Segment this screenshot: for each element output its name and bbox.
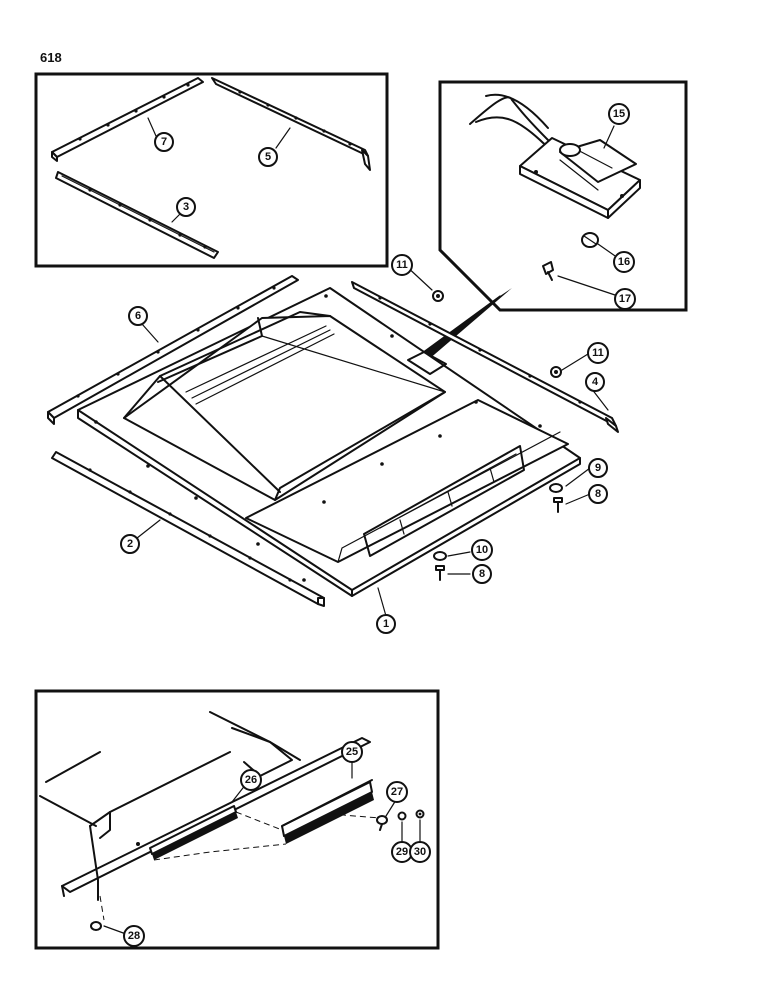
trim-strip-7 [51, 77, 204, 162]
nut-30 [415, 809, 425, 819]
bolt-lower [435, 565, 445, 581]
svg-text:11: 11 [592, 347, 604, 359]
trim-strip-2 [51, 451, 325, 607]
inset-frame-light [438, 80, 688, 312]
callout-1: 1 [376, 614, 396, 634]
inset-dome-light [438, 80, 688, 312]
nut-right [550, 366, 562, 378]
callout-25: 25 [341, 741, 363, 763]
svg-text:10: 10 [476, 544, 488, 556]
trim-strip-5 [211, 77, 371, 171]
screw-28 [90, 921, 102, 931]
roof-panel [77, 287, 581, 597]
svg-text:27: 27 [391, 786, 403, 798]
inset-seal-detail [34, 689, 440, 950]
bulb [581, 232, 599, 248]
callout-17: 17 [614, 288, 636, 310]
svg-text:11: 11 [396, 259, 408, 271]
svg-text:8: 8 [479, 568, 485, 580]
callout-8-upper: 8 [588, 484, 608, 504]
callout-26: 26 [240, 769, 262, 791]
callout-7: 7 [154, 132, 174, 152]
callout-15: 15 [608, 103, 630, 125]
trim-strip-6 [47, 275, 299, 425]
svg-text:28: 28 [128, 930, 140, 942]
trim-strip-4 [351, 281, 619, 433]
callout-30: 30 [409, 841, 431, 863]
svg-text:25: 25 [346, 746, 358, 758]
callout-11-right: 11 [587, 342, 609, 364]
svg-text:15: 15 [613, 108, 625, 120]
screw-27 [376, 815, 388, 831]
callout-5: 5 [258, 147, 278, 167]
trim-strip-3 [55, 171, 219, 259]
washer-9 [549, 483, 563, 493]
svg-text:8: 8 [595, 488, 601, 500]
callout-3: 3 [176, 197, 196, 217]
callout-11-upper: 11 [391, 254, 413, 276]
svg-text:1: 1 [383, 618, 389, 630]
dome-light-housing [519, 137, 641, 219]
svg-text:5: 5 [265, 151, 271, 163]
page-number: 618 [40, 50, 62, 65]
callout-6: 6 [128, 306, 148, 326]
bolt-upper [553, 497, 563, 513]
svg-text:17: 17 [619, 293, 631, 305]
svg-text:26: 26 [245, 774, 257, 786]
svg-text:4: 4 [592, 376, 599, 388]
svg-text:16: 16 [618, 256, 630, 268]
svg-text:2: 2 [127, 538, 133, 550]
detail-pointer [418, 288, 512, 360]
seal-strip-25 [281, 779, 374, 844]
seal-strip-26 [149, 805, 238, 860]
callout-29: 29 [391, 841, 413, 863]
nut-upper [432, 290, 444, 302]
callout-8-lower: 8 [472, 564, 492, 584]
svg-text:30: 30 [414, 846, 426, 858]
svg-text:7: 7 [161, 136, 167, 148]
callout-28: 28 [123, 925, 145, 947]
svg-text:6: 6 [135, 310, 141, 322]
callout-16: 16 [613, 251, 635, 273]
inset-frame-seal [34, 689, 440, 950]
callout-4: 4 [585, 372, 605, 392]
svg-text:9: 9 [595, 462, 601, 474]
callout-2: 2 [120, 534, 140, 554]
screw [542, 261, 554, 281]
svg-text:3: 3 [183, 201, 189, 213]
svg-text:29: 29 [396, 846, 408, 858]
washer-10 [433, 551, 447, 561]
callout-10: 10 [471, 539, 493, 561]
callout-27: 27 [386, 781, 408, 803]
inset-frame-trim [34, 72, 389, 268]
nut-29 [397, 811, 407, 821]
inset-trim-strips [34, 72, 389, 268]
callout-9: 9 [588, 458, 608, 478]
